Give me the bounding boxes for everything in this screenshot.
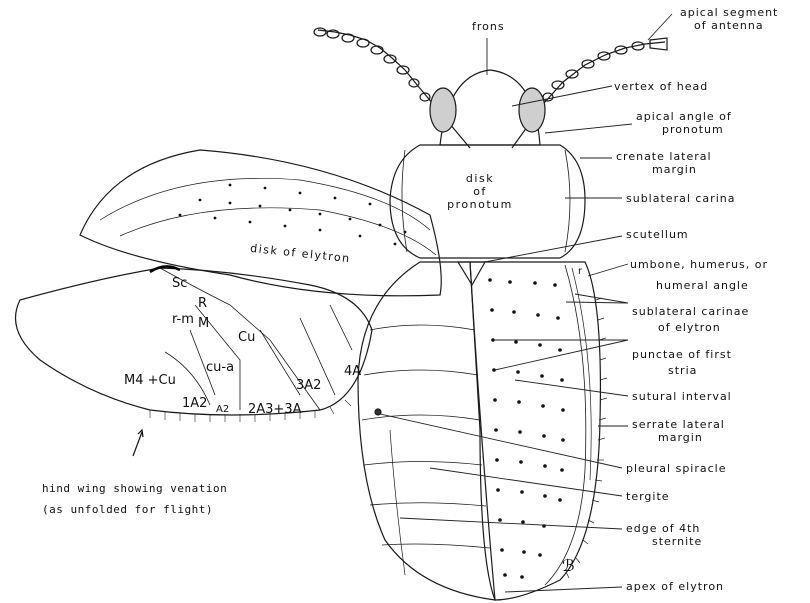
left-elytron-open <box>80 150 441 296</box>
vein-cu: Cu <box>238 330 255 345</box>
label-scutellum: scutellum <box>626 228 689 241</box>
label-sutural: sutural interval <box>632 390 732 403</box>
vein-3a2: 3A2 <box>296 378 321 393</box>
label-pleural: pleural spiracle <box>626 462 727 475</box>
vein-a2: A2 <box>216 404 229 415</box>
caption-arrow <box>133 430 143 456</box>
vein-r: R <box>198 296 207 311</box>
label-vertex: vertex of head <box>614 80 708 93</box>
left-compound-eye <box>430 88 456 132</box>
label-apex: apex of elytron <box>626 580 724 593</box>
vein-cua: cu-a <box>206 360 234 375</box>
vein-m4cu: M4 +Cu <box>124 373 176 388</box>
vein-rm: r-m <box>172 312 194 327</box>
vein-m: M <box>198 316 209 331</box>
vein-2a3: 2A3+3A <box>248 402 302 417</box>
abdomen <box>358 262 495 600</box>
right-elytron <box>470 262 600 600</box>
elytral-punctures <box>179 184 565 579</box>
signature: ℬ <box>562 556 575 575</box>
right-compound-eye <box>519 88 545 132</box>
label-sublateral-carina: sublateral carina <box>626 192 735 205</box>
label-frons: frons <box>472 20 505 33</box>
vein-4a: 4A <box>344 364 361 379</box>
vein-1a2: 1A2 <box>182 396 207 411</box>
vein-r-small: r <box>578 266 582 277</box>
caption: hind wing showing venation(as unfolded f… <box>42 482 227 516</box>
vein-sc: Sc <box>172 276 187 291</box>
label-tergite: tergite <box>626 490 670 503</box>
